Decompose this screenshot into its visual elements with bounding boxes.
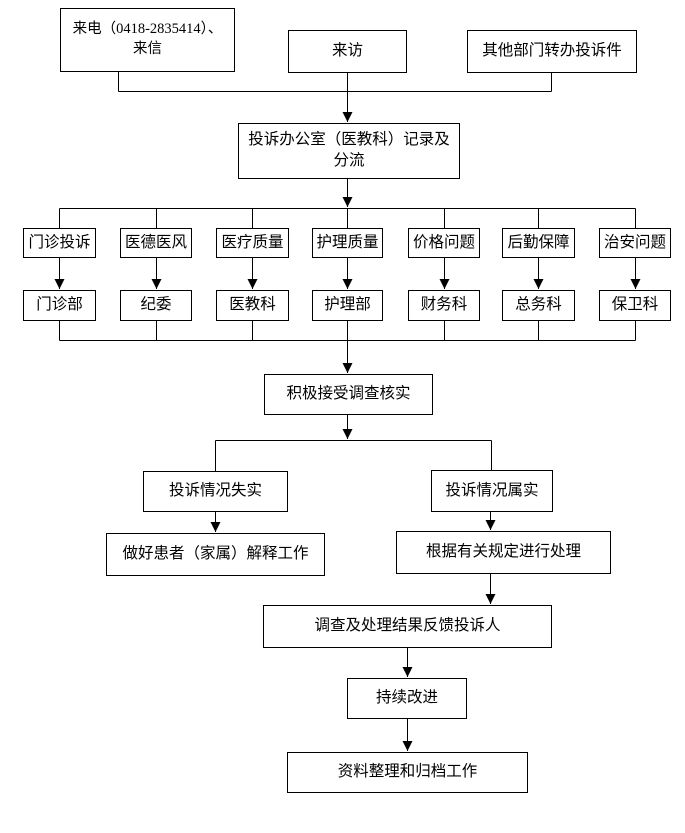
node-phone-letter-line2: 来信 — [133, 41, 162, 57]
node-dept-nursing: 护理部 — [312, 290, 383, 321]
node-phone-letter-source: 来电（0418-2835414）、 来信 — [60, 8, 235, 72]
node-feedback-to-complainant: 调查及处理结果反馈投诉人 — [263, 605, 552, 648]
department-label: 门诊部 — [36, 296, 83, 314]
department-label: 纪委 — [140, 296, 172, 314]
node-dept-outpatient: 门诊部 — [23, 290, 96, 321]
node-complaint-false-label: 投诉情况失实 — [168, 482, 262, 500]
node-visit-label: 来访 — [331, 42, 363, 60]
node-phone-letter-line1: 来电（0418-2835414）、 — [72, 21, 223, 38]
node-dept-medical-education: 医教科 — [216, 290, 289, 321]
department-label: 财务科 — [420, 296, 468, 314]
category-label: 治安问题 — [603, 233, 666, 251]
node-complaint-false: 投诉情况失实 — [143, 471, 288, 512]
node-accept-investigation: 积极接受调查核实 — [264, 374, 433, 415]
node-archive-work-label: 资料整理和归档工作 — [337, 763, 478, 781]
department-label: 保卫科 — [611, 296, 659, 314]
node-complaint-true: 投诉情况属实 — [431, 470, 553, 512]
category-label: 价格问题 — [412, 233, 475, 251]
node-dept-guard: 保卫科 — [599, 290, 671, 321]
node-category-ethics: 医德医风 — [120, 228, 192, 258]
node-feedback-to-complainant-label: 调查及处理结果反馈投诉人 — [314, 617, 501, 635]
category-label: 后勤保障 — [507, 233, 570, 251]
node-archive-work: 资料整理和归档工作 — [287, 752, 528, 793]
department-label: 总务科 — [515, 296, 562, 314]
node-other-dept-transfer-label: 其他部门转办投诉件 — [482, 42, 622, 60]
node-dept-general-affairs: 总务科 — [502, 290, 575, 321]
node-category-price: 价格问题 — [408, 228, 480, 258]
node-category-security: 治安问题 — [599, 228, 671, 258]
node-continuous-improvement-label: 持续改进 — [375, 689, 438, 707]
node-complaint-office-line1: 投诉办公室（医教科）记录及 — [248, 131, 450, 149]
node-category-logistics: 后勤保障 — [502, 228, 575, 258]
node-category-outpatient: 门诊投诉 — [23, 228, 96, 258]
node-category-nursing-quality: 护理质量 — [312, 228, 383, 258]
department-label: 护理部 — [324, 296, 371, 314]
node-accept-investigation-label: 积极接受调查核实 — [286, 385, 411, 403]
category-label: 护理质量 — [316, 233, 379, 251]
node-dept-discipline: 纪委 — [120, 290, 192, 321]
node-handle-per-regulations-label: 根据有关规定进行处理 — [425, 543, 581, 561]
node-complaint-office-line2: 分流 — [333, 152, 365, 169]
node-complaint-office: 投诉办公室（医教科）记录及 分流 — [238, 123, 460, 179]
department-label: 医教科 — [229, 296, 276, 314]
node-continuous-improvement: 持续改进 — [347, 678, 467, 719]
node-other-dept-transfer-source: 其他部门转办投诉件 — [467, 30, 637, 73]
category-label: 门诊投诉 — [28, 233, 91, 251]
node-category-medical-quality: 医疗质量 — [216, 228, 289, 258]
node-explain-to-patient: 做好患者（家属）解释工作 — [106, 533, 325, 576]
node-dept-finance: 财务科 — [408, 290, 480, 321]
category-label: 医德医风 — [124, 233, 187, 251]
node-explain-to-patient-label: 做好患者（家属）解释工作 — [122, 545, 309, 563]
node-handle-per-regulations: 根据有关规定进行处理 — [396, 531, 611, 574]
node-visit-source: 来访 — [288, 30, 407, 73]
category-label: 医疗质量 — [221, 233, 284, 251]
node-complaint-true-label: 投诉情况属实 — [445, 481, 539, 499]
